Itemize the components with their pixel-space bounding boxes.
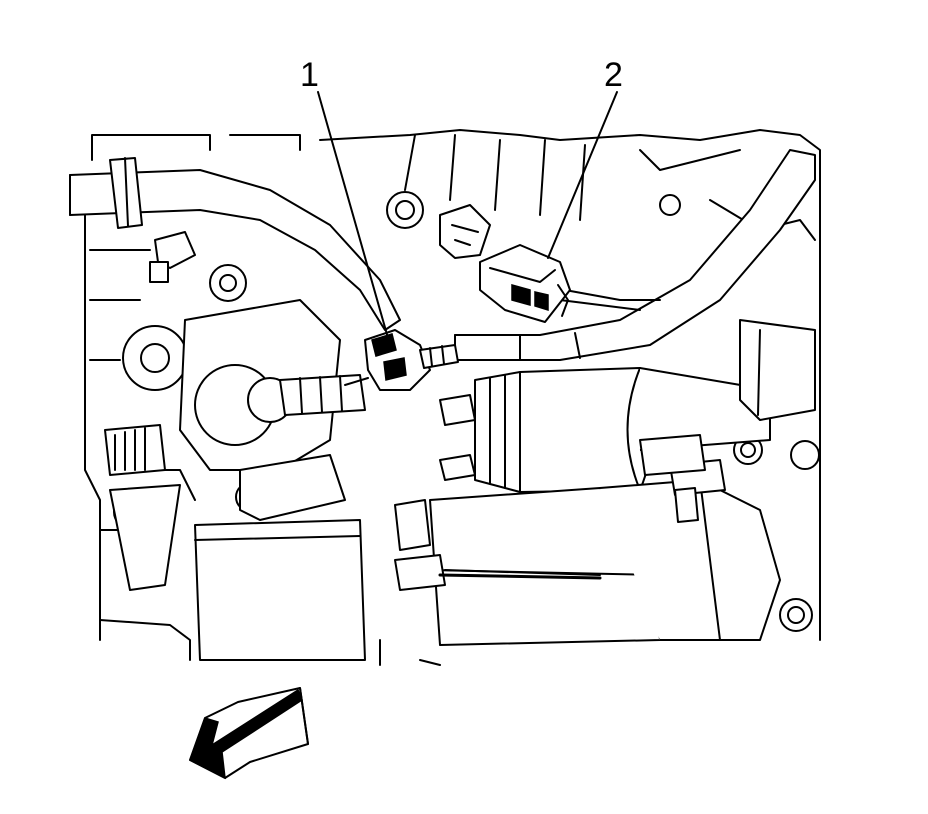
right-bracket [739, 319, 816, 421]
studs [104, 231, 196, 476]
wiring-harness [69, 149, 816, 361]
harness-clip [439, 204, 491, 259]
starter-motor [394, 367, 781, 646]
connector-2 [479, 244, 571, 323]
sensor-1-assembly [279, 329, 459, 416]
idler-pulley [122, 299, 341, 471]
leader-line-1 [317, 91, 389, 339]
lower-flange [109, 454, 366, 661]
front-direction-arrow-icon [189, 687, 309, 780]
callout-2: 2 [604, 56, 623, 94]
leader-line-2 [547, 91, 618, 259]
leader-lines [317, 91, 618, 339]
callout-1: 1 [300, 56, 319, 94]
